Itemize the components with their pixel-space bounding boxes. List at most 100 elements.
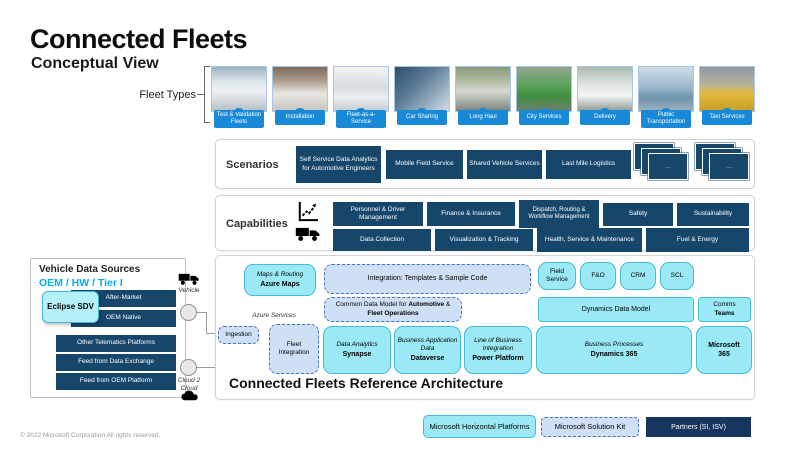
van-fleet-photo	[333, 66, 389, 112]
capability-box: Health, Service & Maintenance	[537, 228, 642, 252]
comms-caption: Comms	[713, 301, 736, 309]
reference-architecture-title: Connected Fleets Reference Architecture	[229, 375, 504, 391]
microsoft-365-box: Microsoft 365	[696, 326, 752, 374]
synapse-product: Synapse	[342, 350, 372, 358]
scenario-more-stack: ...	[695, 143, 750, 183]
capabilities-panel: Capabilities Personnel & Driver Manageme…	[215, 195, 755, 252]
capability-box: Data Collection	[333, 229, 431, 251]
fleet-type-label: Car Sharing	[397, 108, 447, 125]
stacked-card: ...	[709, 153, 749, 180]
dataverse-caption: Business Application Data	[397, 337, 458, 353]
dynamics-365-box: Business Processes Dynamics 365	[536, 326, 692, 374]
power-platform-caption: Line of Business Integration	[474, 337, 522, 353]
white-van-photo	[272, 66, 328, 112]
capability-box: Fuel & Energy	[646, 228, 749, 252]
fleet-types-label: Fleet Types	[139, 89, 196, 101]
fleet-integration-box: Fleet Integration	[269, 324, 319, 374]
scenario-more-stack: ...	[634, 143, 689, 183]
page-subtitle: Conceptual View	[31, 55, 159, 72]
fleet-type-item: Public Transportation	[638, 66, 694, 129]
scenario-box: Shared Vehicle Services	[467, 150, 542, 179]
azure-services-label: Azure Services	[252, 312, 296, 319]
fleet-type-label: Test & Validation Fleets	[214, 107, 264, 129]
fleet-type-label: Long Haul	[458, 108, 508, 125]
truck-icon	[295, 226, 321, 247]
fleet-bracket-tick	[197, 94, 204, 96]
data-source-bar: Other Telematics Platforms	[56, 335, 176, 352]
fleet-type-item: Long Haul	[455, 66, 511, 128]
connector-line	[206, 312, 208, 334]
fleet-type-label: Taxi Services	[702, 108, 752, 125]
line-chart-icon	[297, 201, 319, 227]
data-source-bar: Feed from Data Exchange	[56, 354, 176, 371]
scenario-box: Mobile Field Service	[386, 150, 463, 179]
stacked-card: ...	[648, 153, 688, 180]
copyright-notice: © 2022 Microsoft Corporation All rights …	[20, 432, 161, 439]
crm-box: CRM	[620, 262, 656, 290]
city-bus-photo	[638, 66, 694, 112]
connector-line	[197, 312, 207, 314]
ingestion-box: Ingestion	[218, 326, 259, 344]
fleet-type-item: Installation	[272, 66, 328, 128]
scenario-box: Self Service Data Analytics for Automoti…	[296, 146, 381, 183]
capability-box: Dispatch, Routing & Workflow Management	[519, 200, 599, 228]
power-platform-box: Line of Business Integration Power Platf…	[464, 326, 532, 374]
fleet-type-label: Fleet-as-a-Service	[336, 107, 386, 129]
fleet-type-label: Public Transportation	[641, 107, 691, 129]
legend-microsoft-solution-kit: Microsoft Solution Kit	[541, 417, 639, 437]
capability-box: Visualization & Tracking	[435, 229, 533, 251]
scl-box: SCL	[660, 262, 694, 290]
vehicle-truck-icon	[178, 272, 200, 291]
fleet-type-label: City Services	[519, 108, 569, 125]
comms-teams-box: Comms Teams	[698, 297, 751, 322]
capability-box: Sustainability	[677, 202, 749, 226]
legend-partners: Partners (SI, ISV)	[646, 417, 751, 437]
eclipse-sdv-badge: Eclipse SDV	[42, 291, 99, 323]
fleet-type-item: City Services	[516, 66, 572, 128]
connector-line	[206, 333, 218, 335]
azure-maps-product: Azure Maps	[260, 280, 300, 288]
fleet-type-item: Car Sharing	[394, 66, 450, 128]
capabilities-row-1: Personnel & Driver Management Finance & …	[333, 200, 749, 228]
vehicle-connector-label: Vehicle	[178, 287, 200, 294]
dataverse-product: Dataverse	[410, 354, 445, 362]
common-data-model-line2: Fleet Operations	[367, 309, 419, 317]
vehicle-connector-node	[180, 304, 197, 321]
scenario-box: Last Mile Logistics	[546, 150, 631, 179]
dynamics-365-product: Dynamics 365	[590, 350, 638, 358]
dataverse-box: Business Application Data Dataverse	[394, 326, 461, 374]
garbage-truck-photo	[516, 66, 572, 112]
fleet-types-row: Test & Validation Fleets Installation Fl…	[211, 66, 755, 129]
reference-architecture-panel: Maps & Routing Azure Maps Integration: T…	[215, 255, 755, 400]
azure-maps-caption: Maps & Routing	[256, 271, 304, 279]
fleet-type-label: Delivery	[580, 108, 630, 125]
cloud-icon	[179, 389, 200, 407]
fleet-type-item: Taxi Services	[699, 66, 755, 128]
dynamics-365-caption: Business Processes	[584, 341, 644, 349]
delivery-van-photo	[577, 66, 633, 112]
fleet-type-item: Fleet-as-a-Service	[333, 66, 389, 129]
scenarios-panel: Scenarios Self Service Data Analytics fo…	[215, 139, 755, 189]
teams-product: Teams	[714, 309, 735, 317]
synapse-box: Data Analytics Synapse	[323, 326, 391, 374]
cloud-connector-node	[180, 359, 197, 376]
common-data-model-box: Common Data Model for Automotive & Fleet…	[324, 297, 462, 322]
snow-test-car-photo	[211, 66, 267, 112]
fleet-type-label: Installation	[275, 108, 325, 125]
fleet-type-item: Test & Validation Fleets	[211, 66, 267, 129]
capability-box: Safety	[603, 202, 673, 226]
power-platform-product: Power Platform	[472, 354, 524, 362]
integration-templates-box: Integration: Templates & Sample Code	[324, 264, 531, 294]
capability-box: Personnel & Driver Management	[333, 202, 423, 226]
scenarios-label: Scenarios	[226, 159, 279, 171]
synapse-caption: Data Analytics	[336, 341, 378, 349]
vehicle-data-sources-title: Vehicle Data Sources	[39, 264, 141, 275]
common-data-model-line1: Common Data Model for Automotive &	[335, 301, 451, 309]
fleet-bracket	[204, 66, 210, 123]
fo-box: F&O	[580, 262, 616, 290]
data-source-bar: Feed from OEM Platform	[56, 373, 176, 390]
yellow-taxi-photo	[699, 66, 755, 112]
microsoft-365-product: Microsoft 365	[708, 341, 740, 358]
field-service-box: Field Service	[538, 262, 576, 290]
